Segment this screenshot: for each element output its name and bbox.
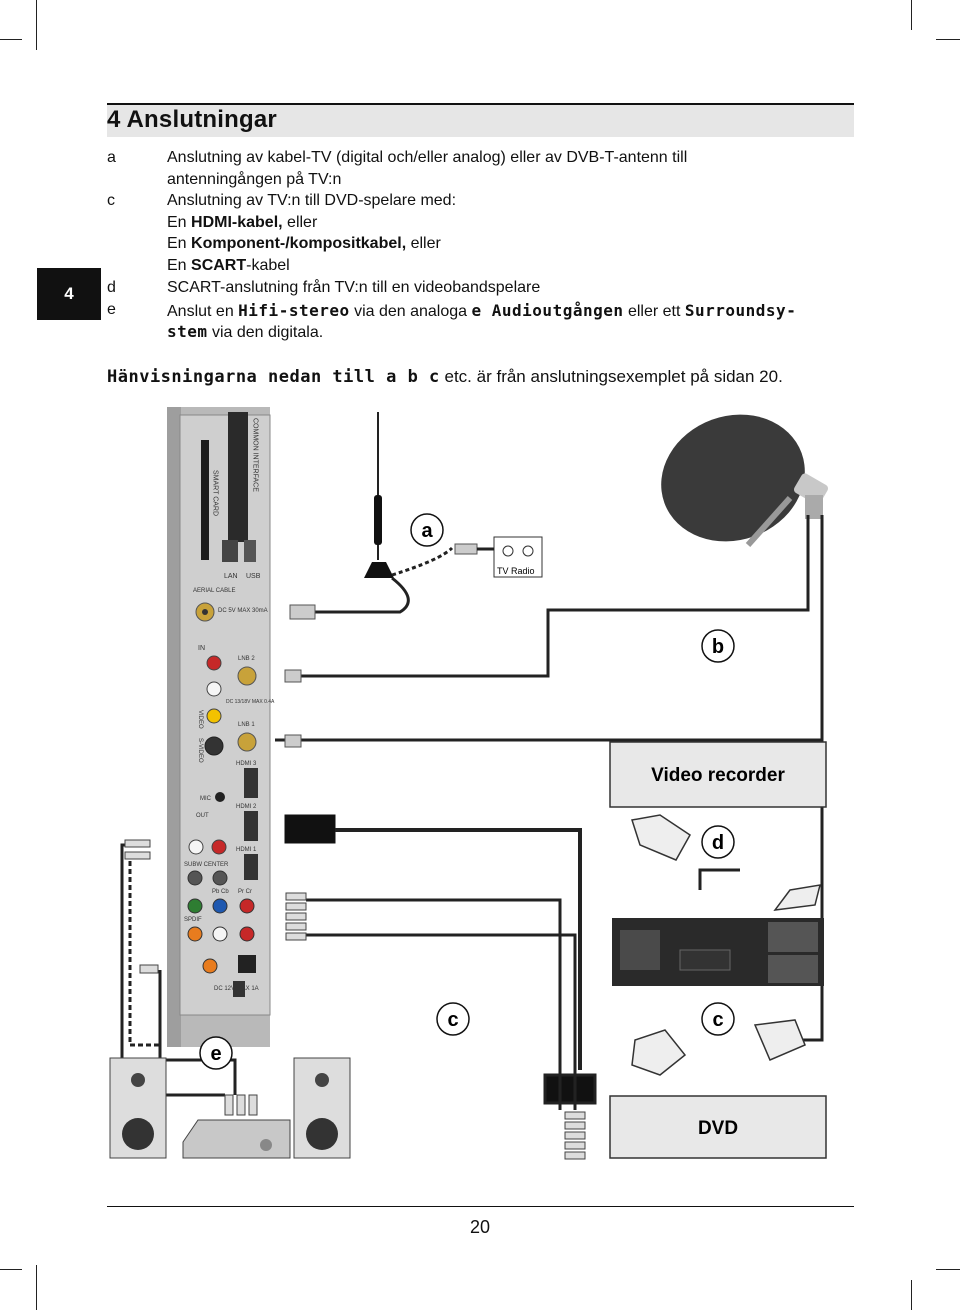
tv-back-panel: SMART CARD COMMON INTERFACE LAN USB AERI… <box>167 407 275 1047</box>
label-d: d <box>701 825 735 859</box>
wall-socket-label: TV Radio <box>497 566 535 576</box>
label-b: b <box>701 629 735 663</box>
chapter-tab: 4 <box>37 268 101 320</box>
svg-text:c: c <box>712 1009 723 1031</box>
video-recorder: Video recorder <box>609 741 827 808</box>
panel-label-common-interface: COMMON INTERFACE <box>252 418 259 492</box>
svg-text:d: d <box>712 832 724 854</box>
footer-rule <box>107 1206 854 1207</box>
panel-label-smart-card: SMART CARD <box>212 470 219 516</box>
panel-label-hdmi3: HDMI 3 <box>236 761 257 767</box>
label-a: a <box>410 513 444 547</box>
component-plugs <box>124 839 586 1160</box>
panel-label-dc5v: DC 5V MAX 30mA <box>218 608 268 614</box>
dvd-back-panel <box>612 918 824 986</box>
dvd-label: DVD <box>698 1118 738 1139</box>
item-c-hdmi-line: En HDMI-kabel, eller <box>167 214 318 231</box>
reference-note: Hänvisningarna nedan till a b c etc. är … <box>107 367 783 387</box>
panel-label-hdmi2: HDMI 2 <box>236 804 257 810</box>
item-c-component-line: En Komponent-/kompositkabel, eller <box>167 235 441 252</box>
item-c-scart-line: En SCART-kabel <box>167 257 290 274</box>
wall-socket: TV Radio <box>493 536 543 578</box>
svg-text:c: c <box>447 1009 458 1031</box>
panel-label-aerial: AERIAL CABLE <box>193 588 235 594</box>
dvd-player: DVD <box>609 1095 827 1159</box>
panel-label-out: OUT <box>196 813 209 819</box>
panel-label-subw-center: SUBW CENTER <box>184 862 229 868</box>
label-e: e <box>199 1036 233 1070</box>
item-letter-a: a <box>107 149 116 166</box>
panel-label-lan: LAN <box>224 573 238 580</box>
item-letter-e: e <box>107 301 116 318</box>
scart-plugs <box>631 814 822 1076</box>
video-recorder-label: Video recorder <box>651 765 785 786</box>
item-c-line-1: Anslutning av TV:n till DVD-spelare med: <box>167 192 457 209</box>
indoor-antenna <box>364 412 394 578</box>
item-a-line-1: Anslutning av kabel-TV (digital och/elle… <box>167 149 688 166</box>
panel-label-lnb1: LNB 1 <box>238 722 255 728</box>
section-title: 4 Anslutningar <box>107 106 277 133</box>
panel-label-svideo: S-VIDEO <box>197 738 203 763</box>
item-d-line-1: SCART-anslutning från TV:n till en video… <box>167 279 541 296</box>
page-number: 20 <box>469 1217 491 1237</box>
item-letter-d: d <box>107 279 116 296</box>
panel-label-in: IN <box>198 645 205 652</box>
hifi-stereo <box>109 1057 351 1159</box>
item-e-line-1: Anslut en Hifi-stereo via den analoga e … <box>167 301 797 320</box>
label-c-scart: c <box>701 1002 735 1036</box>
section-header-bar <box>107 103 854 137</box>
panel-label-spdif: SPDIF <box>184 917 202 923</box>
svg-text:e: e <box>210 1043 221 1065</box>
panel-label-mic: MIC <box>200 796 212 802</box>
panel-label-pr-cr: Pr Cr <box>238 889 252 895</box>
panel-label-dc1318: DC 13/18V MAX 0.4A <box>226 699 275 705</box>
panel-label-usb: USB <box>246 573 261 580</box>
satellite-dish <box>661 414 829 547</box>
item-e-line-2: stem via den digitala. <box>167 322 324 341</box>
panel-label-pb-cb: Pb Cb <box>212 889 229 895</box>
svg-text:a: a <box>421 520 433 542</box>
svg-text:b: b <box>712 636 724 658</box>
cables <box>120 515 824 1110</box>
panel-label-lnb2: LNB 2 <box>238 656 255 662</box>
item-letter-c: c <box>107 192 115 209</box>
label-c-hdmi: c <box>436 1002 470 1036</box>
item-a-line-2: antenningången på TV:n <box>167 171 342 188</box>
panel-label-video: VIDEO <box>197 710 203 729</box>
panel-label-hdmi1: HDMI 1 <box>236 847 257 853</box>
